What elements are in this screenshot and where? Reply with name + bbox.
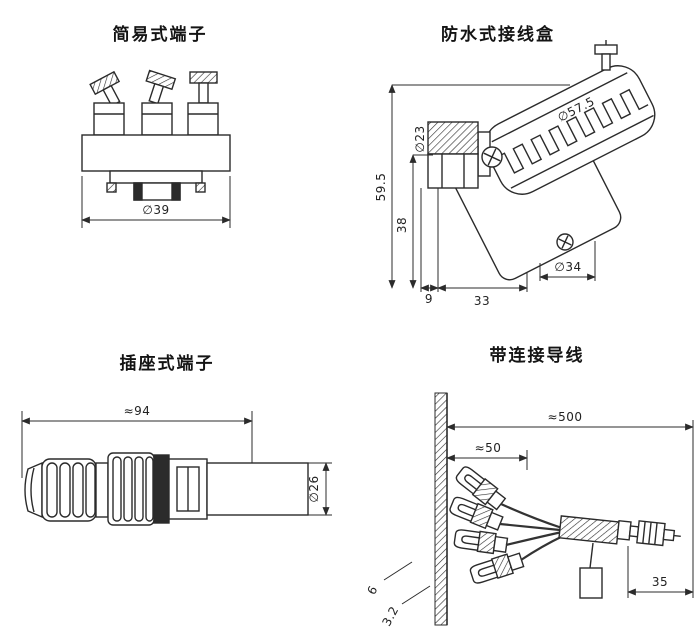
dim-a-label: 6 — [364, 583, 380, 597]
dim-lead-length-label: ≈500 — [548, 410, 583, 424]
plug-knurl-a — [41, 458, 97, 522]
lead-wires — [499, 502, 564, 561]
dim-b-label: 3.2 — [379, 604, 401, 628]
dim-length-lines — [21, 411, 253, 478]
terminal-screw-middle-icon — [145, 69, 177, 105]
terminal-screw-right-icon — [189, 71, 218, 104]
terminal-flange — [106, 170, 206, 201]
dim-width: 33 — [474, 294, 490, 308]
dim-diameter-label: ∅26 — [307, 475, 321, 502]
dim-offset: 9 — [425, 292, 433, 306]
junction-box-cap — [484, 65, 656, 195]
dim-base-diameter: ∅34 — [554, 260, 581, 274]
waterproof-box-drawing: 59.5 38 ∅23 ∅57.5 ∅34 9 33 — [374, 40, 656, 308]
plug-knurl-b — [107, 452, 155, 526]
probe-connector — [616, 519, 681, 547]
terminal-posts — [93, 102, 219, 136]
dim-fork-length-label: ≈50 — [475, 441, 502, 455]
plug-coupling-body — [168, 458, 208, 520]
dim-entry-diameter: ∅23 — [413, 125, 427, 152]
waterproof-dim-lines — [388, 84, 596, 292]
dim-overall-height: 59.5 — [374, 173, 388, 202]
body-screw-top-icon — [481, 146, 503, 168]
dim-lead-length-lines — [446, 420, 694, 598]
dim-length-label: ≈94 — [124, 404, 151, 418]
dim-body-height: 38 — [395, 217, 409, 233]
braided-sleeve — [558, 515, 620, 545]
body-screw-bottom-icon — [556, 233, 574, 251]
dim-fork-length-lines — [446, 450, 528, 470]
simple-terminal-drawing: ∅39 — [81, 69, 231, 228]
lead-wires-title: 带连接导线 — [489, 346, 585, 366]
fork-terminal-4-icon — [468, 549, 526, 587]
terminal-body — [81, 134, 231, 172]
socket-terminal-title: 插座式端子 — [119, 354, 215, 374]
dim-tip-length-label: 35 — [652, 575, 668, 589]
dim-d39-label: ∅39 — [142, 203, 169, 217]
simple-terminal-title: 简易式端子 — [112, 25, 208, 45]
lead-wires-drawing: ≈500 ≈50 — [364, 392, 694, 628]
plug-dark-ring — [153, 454, 170, 524]
probe-cylinder — [206, 462, 309, 516]
fork-terminal-3-icon — [452, 527, 509, 556]
waterproof-box-title: 防水式接线盒 — [441, 25, 555, 45]
cap-screw-icon — [594, 40, 618, 71]
terminal-screw-left-icon — [89, 70, 121, 107]
plug-end-cap — [24, 461, 43, 519]
dim-d39-lines — [81, 176, 231, 228]
hanging-tag — [579, 542, 603, 599]
mounting-wall — [434, 392, 448, 626]
plug-spacer-ring — [95, 462, 109, 518]
dim-diameter-lines — [308, 462, 332, 516]
dim-tip-length-lines — [627, 546, 694, 598]
socket-terminal-drawing: ≈94 — [21, 404, 332, 526]
callout-leader-lines — [383, 561, 431, 605]
